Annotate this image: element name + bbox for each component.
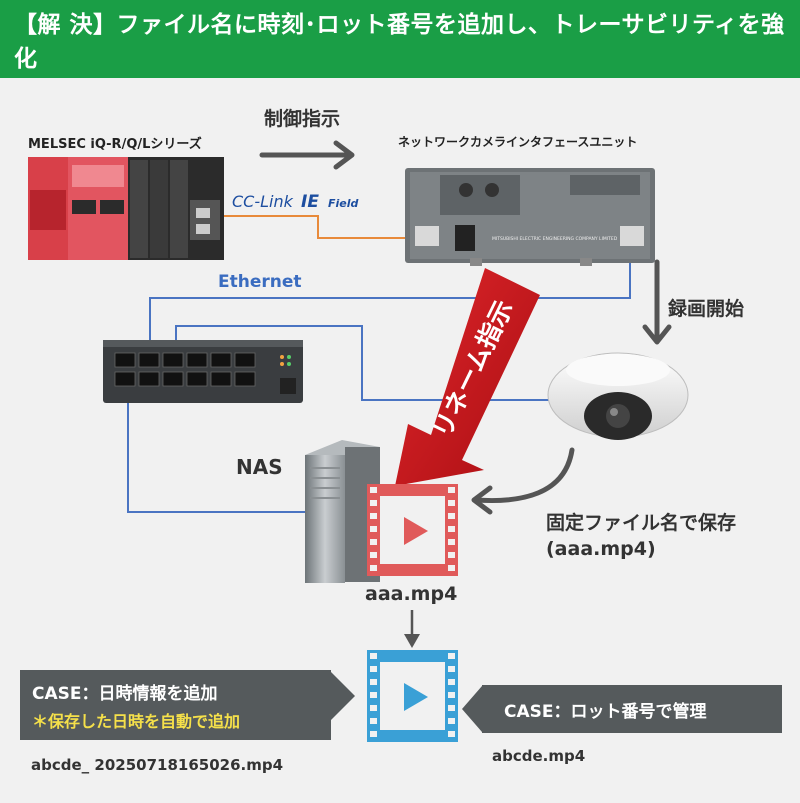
video-file-icon-red: [367, 484, 458, 576]
camera-interface-unit: [405, 168, 655, 266]
header-title: 【解 決】ファイル名に時刻･ロット番号を追加し、トレーサビリティを強化: [14, 12, 785, 72]
svg-text:IE: IE: [301, 192, 319, 212]
plc-unit: [28, 157, 224, 260]
case-lot-title: CASE：ロット番号で管理: [504, 702, 707, 722]
video-file-icon-blue: [367, 650, 458, 742]
network-switch: [103, 340, 303, 403]
convert-arrow: [404, 610, 420, 648]
dome-camera: [547, 352, 689, 440]
file-lot-label: abcde.mp4: [492, 747, 586, 765]
camera-unit-label: ネットワークカメラインタフェースユニット: [398, 135, 638, 149]
svg-text:Field: Field: [328, 197, 359, 210]
cclink-cable: [205, 215, 420, 239]
ethernet-cables: [127, 240, 631, 513]
svg-text:CC-Link: CC-Link: [232, 192, 294, 211]
case-lot-pointer: [462, 686, 482, 732]
unit-brand-text: MITSUBISHI ELECTRIC ENGINEERING COMPANY …: [492, 236, 618, 242]
file-original-label: aaa.mp4: [365, 583, 458, 605]
ethernet-label: Ethernet: [218, 272, 302, 292]
header-banner: 【解 決】ファイル名に時刻･ロット番号を追加し、トレーサビリティを強化: [0, 0, 800, 78]
case-datetime-title: CASE：日時情報を追加: [32, 684, 218, 704]
rename-arrow: [395, 268, 540, 486]
case-datetime-box: CASE：日時情報を追加 ＊保存した日時を自動で追加: [20, 670, 331, 740]
control-instruction-label: 制御指示: [264, 108, 341, 130]
control-arrow: [259, 140, 355, 170]
save-fixed-label-line1: 固定ファイル名で保存: [546, 512, 737, 534]
case-datetime-note: ＊保存した日時を自動で追加: [32, 712, 241, 731]
case-lot-box: CASE：ロット番号で管理: [482, 685, 782, 733]
save-fixed-label-line2: (aaa.mp4): [546, 538, 656, 560]
save-arrow: [471, 447, 575, 515]
recording-start-label: 録画開始: [668, 298, 745, 320]
cclink-logo: CC-Link IE Field: [232, 192, 359, 212]
plc-series-label: MELSEC iQ-R/Q/Lシリーズ: [28, 137, 202, 152]
recording-start-arrow: [642, 259, 672, 345]
nas-label: NAS: [236, 455, 283, 479]
case-datetime-pointer: [330, 671, 355, 721]
file-datetime-label: abcde_ 20250718165026.mp4: [31, 756, 284, 774]
